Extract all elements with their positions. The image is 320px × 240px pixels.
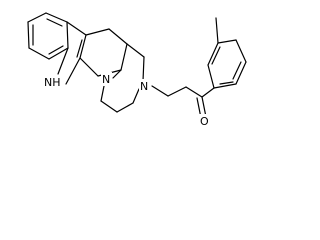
n1-label: N: [102, 73, 110, 86]
piperazine-ring: [100, 43, 145, 113]
atom-label-ring-n2: N: [139, 79, 150, 93]
butanoyl-chain: [151, 85, 215, 119]
central-ring: [79, 28, 128, 77]
atom-label-indole-nh: NH: [43, 75, 61, 89]
tolyl-ring: [207, 17, 247, 89]
nh-label: NH: [44, 76, 61, 89]
indole-benzene-ring: [27, 12, 69, 60]
o-label: O: [200, 115, 209, 128]
indole-pyrrole-ring: [57, 21, 87, 85]
molecule-structure-diagram: NH N N O: [27, 12, 247, 128]
molecule-svg: NH N N O: [27, 12, 247, 128]
atom-label-carbonyl-o: O: [199, 114, 211, 128]
n2-label: N: [140, 80, 148, 93]
atom-label-ring-n1: N: [101, 72, 112, 86]
